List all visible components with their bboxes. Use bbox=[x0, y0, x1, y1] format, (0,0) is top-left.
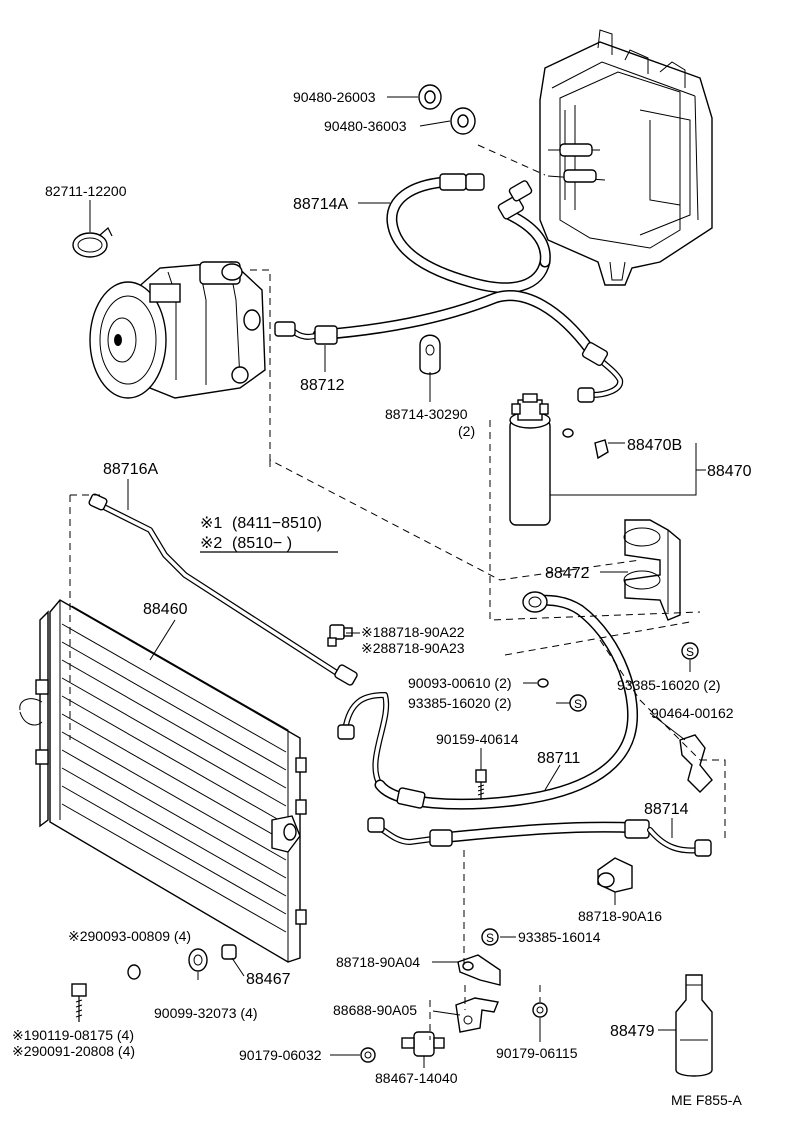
nut-90093-00809 bbox=[127, 964, 141, 980]
s-symbol-2: S bbox=[569, 694, 587, 712]
clamp-88714-30290 bbox=[419, 334, 441, 375]
label-90179-06032: 90179-06032 bbox=[239, 1047, 322, 1063]
legend-line2-mark: ※2 bbox=[200, 535, 222, 552]
discharge-hose-88714 bbox=[367, 817, 712, 857]
part-labels: 90480-26003 90480-36003 82711-12200 8871… bbox=[12, 89, 752, 1108]
label-88688-90A05: 88688-90A05 bbox=[333, 1002, 417, 1018]
label-90093-00809: ※290093-00809 (4) bbox=[68, 928, 191, 944]
suction-hose-88714A bbox=[386, 173, 551, 294]
label-88479: 88479 bbox=[610, 1023, 655, 1040]
nut-90179-06115 bbox=[532, 1002, 548, 1018]
label-88718-90A04: 88718-90A04 bbox=[336, 954, 420, 970]
hose-clamp-82711 bbox=[72, 227, 113, 258]
label-88470: 88470 bbox=[707, 463, 752, 480]
cushion-90099-32073 bbox=[188, 948, 208, 972]
label-90091-20808: ※290091-20808 (4) bbox=[12, 1043, 135, 1059]
label-88712: 88712 bbox=[300, 377, 345, 394]
collar-88467 bbox=[221, 944, 237, 960]
bolt-90119-08175 bbox=[71, 983, 87, 1022]
grommet-90480-36003 bbox=[450, 107, 476, 135]
clamp-90464-00162 bbox=[679, 734, 713, 793]
compressor-oil-bottle-88479 bbox=[675, 974, 713, 1077]
diagram-code: ME F855-A bbox=[671, 1092, 742, 1108]
legend-line1-range: (8411−8510) bbox=[232, 515, 322, 532]
label-90093-00610: 90093-00610 (2) bbox=[408, 675, 512, 691]
damper-88467-14040 bbox=[401, 1031, 445, 1057]
bracket-88688-90A05 bbox=[455, 997, 499, 1033]
label-93385-16020-right: 93385-16020 (2) bbox=[617, 677, 721, 693]
compressor bbox=[89, 261, 266, 399]
valve-88718-90A22 bbox=[327, 624, 353, 647]
label-88714: 88714 bbox=[644, 801, 689, 818]
assembly-dashed-lines bbox=[69, 144, 726, 1040]
bolt-90159-40614 bbox=[475, 769, 487, 800]
label-88467: 88467 bbox=[246, 971, 291, 988]
label-88714A: 88714A bbox=[293, 196, 348, 213]
label-90464-00162: 90464-00162 bbox=[651, 705, 734, 721]
label-88716A: 88716A bbox=[103, 461, 158, 478]
label-88714-30290-qty: (2) bbox=[458, 423, 475, 439]
label-93385-16014: 93385-16014 bbox=[518, 929, 601, 945]
svg-text:S: S bbox=[686, 645, 694, 659]
label-88711: 88711 bbox=[537, 750, 580, 767]
label-90159-40614: 90159-40614 bbox=[436, 731, 519, 747]
condenser-fins bbox=[61, 623, 287, 933]
o-ring-90093-00610 bbox=[537, 678, 549, 688]
label-90480-36003: 90480-36003 bbox=[324, 118, 407, 134]
label-88718-90A22: ※188718-90A22 bbox=[361, 624, 465, 640]
s-symbol-3: S bbox=[481, 928, 499, 946]
svg-text:S: S bbox=[486, 931, 494, 945]
condenser-88460 bbox=[19, 599, 307, 963]
s-symbol-1: S bbox=[681, 642, 699, 660]
svg-text:S: S bbox=[574, 697, 582, 711]
label-88460: 88460 bbox=[143, 601, 188, 618]
label-88718-90A23: ※288718-90A23 bbox=[361, 640, 465, 656]
liquid-pipe-88716A bbox=[88, 493, 358, 686]
label-90099-32073: 90099-32073 (4) bbox=[154, 1005, 258, 1021]
label-88470B: 88470B bbox=[627, 437, 682, 454]
label-88472: 88472 bbox=[545, 565, 590, 582]
valve-88718-90A16 bbox=[597, 857, 633, 893]
label-90119-08175: ※190119-08175 (4) bbox=[12, 1027, 134, 1043]
evaporator-unit bbox=[539, 29, 713, 286]
legend-line1-mark: ※1 bbox=[200, 515, 222, 532]
liquid-hose-88711 bbox=[337, 591, 639, 810]
receiver-dryer-88470 bbox=[509, 393, 609, 526]
nut-90179-06032 bbox=[360, 1047, 376, 1063]
discharge-hose-88712 bbox=[274, 290, 624, 403]
label-88467-14040: 88467-14040 bbox=[375, 1070, 458, 1086]
receiver-bracket-88472 bbox=[623, 519, 681, 621]
bracket-88718-90A04 bbox=[457, 954, 501, 986]
legend-line2-range: (8510− ) bbox=[232, 535, 292, 552]
label-88714-30290: 88714-30290 bbox=[385, 406, 468, 422]
grommet-90480-26003 bbox=[418, 84, 442, 110]
label-93385-16020-left: 93385-16020 (2) bbox=[408, 695, 512, 711]
label-90480-26003: 90480-26003 bbox=[293, 89, 376, 105]
label-88718-90A16: 88718-90A16 bbox=[578, 908, 662, 924]
label-82711-12200: 82711-12200 bbox=[45, 183, 127, 199]
leader-lines bbox=[89, 96, 706, 1068]
label-90179-06115: 90179-06115 bbox=[496, 1045, 578, 1061]
